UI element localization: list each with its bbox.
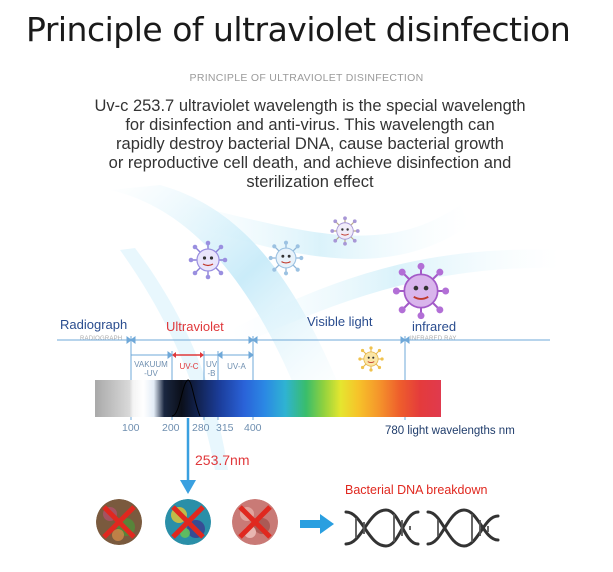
virus-icon bbox=[358, 346, 384, 372]
page-subtitle: PRINCIPLE OF ULTRAVIOLET DISINFECTION bbox=[189, 72, 424, 84]
tick-label-100: 100 bbox=[122, 422, 140, 434]
tick-label-315: 315 bbox=[216, 422, 234, 434]
arrow-right-icon bbox=[300, 514, 334, 534]
breakdown-label: Bacterial DNA breakdown bbox=[345, 483, 488, 497]
tick-label-200: 200 bbox=[162, 422, 180, 434]
virus-icon bbox=[330, 216, 360, 246]
virus-icon bbox=[392, 262, 450, 320]
tick-label-280: 280 bbox=[192, 422, 210, 434]
uv-subband-vakuum: VAKUUM -UV bbox=[132, 360, 170, 378]
broken-dna-icon bbox=[344, 508, 500, 548]
uvc-peak-curve bbox=[171, 379, 201, 417]
page-title: Principle of ultraviolet disinfection bbox=[26, 10, 571, 49]
uv-subband-uvb-line1: UV bbox=[205, 360, 218, 369]
uv-subband-uvb: UV -B bbox=[205, 360, 218, 378]
wavelength-end-label: 780 light wavelengths nm bbox=[385, 425, 515, 437]
band-label-infrared: infrared bbox=[412, 319, 457, 334]
uv-subband-vakuum-line1: VAKUUM bbox=[134, 360, 168, 369]
virus-icon bbox=[268, 240, 304, 276]
tick-label-400: 400 bbox=[244, 422, 262, 434]
uv-subband-uva: UV-A bbox=[227, 362, 246, 371]
virus-icon bbox=[188, 240, 228, 280]
band-sublabel-infrared: INFRARED RAY bbox=[410, 336, 457, 342]
band-label-visible-light: Visible light bbox=[307, 314, 373, 329]
uv-subband-uvb-line2: -B bbox=[207, 369, 216, 378]
highlight-wavelength-label: 253.7nm bbox=[195, 452, 250, 468]
bacteria-crossed-icon bbox=[232, 499, 278, 545]
uv-subband-uvc: UV-C bbox=[179, 362, 199, 371]
band-label-radiograph: Radiograph bbox=[60, 317, 128, 332]
bacteria-crossed-icon bbox=[96, 499, 142, 545]
spectrum-bar bbox=[95, 380, 441, 417]
uv-subband-vakuum-line2: -UV bbox=[144, 369, 158, 378]
band-label-ultraviolet: Ultraviolet bbox=[166, 319, 224, 334]
description-text: Uv-c 253.7 ultraviolet wavelength is the… bbox=[94, 97, 526, 191]
band-sublabel-radiograph: RADIOGRAPH bbox=[80, 336, 123, 342]
arrow-down-icon bbox=[180, 418, 196, 494]
bacteria-crossed-icon bbox=[165, 499, 211, 545]
